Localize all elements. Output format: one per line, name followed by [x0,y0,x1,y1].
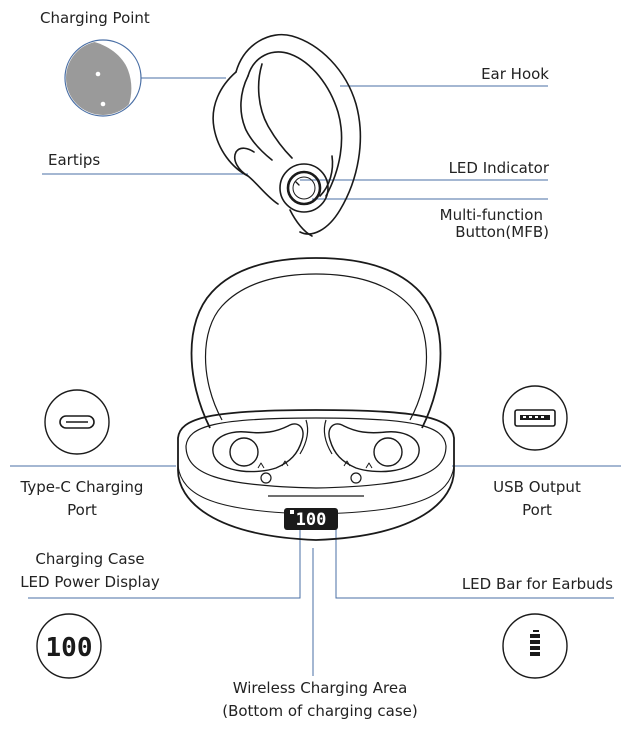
ear-hook [235,33,362,235]
case-lid [190,257,442,429]
eartip [233,147,255,177]
power-display-inset: 100 [36,613,102,679]
label-type-c-line2: Port [67,501,97,519]
label-led-bar: LED Bar for Earbuds [461,575,613,593]
earbud-illustration [212,33,362,237]
label-led-indicator: LED Indicator [448,159,549,177]
charging-contact [100,101,106,107]
label-case-display-line2: LED Power Display [20,573,160,591]
left-marker [260,472,272,484]
label-type-c-line1: Type-C Charging [20,478,144,496]
label-case-display-line1: Charging Case [35,550,145,568]
battery-icon [530,630,540,656]
leader-case-display [28,520,301,599]
led-indicator [295,181,300,186]
display-icon-value: 100 [46,633,93,663]
usb-port-inset [502,385,568,451]
usb-port-icon [514,409,556,427]
charging-contact [95,71,101,77]
label-usb-line1: USB Output [493,478,581,496]
leader-led-bar [335,520,614,599]
charging-case [177,257,455,541]
label-wireless-line2: (Bottom of charging case) [222,702,418,720]
type-c-port-inset [44,389,110,455]
led-bar-inset [502,613,568,679]
type-c-port-icon [59,415,95,429]
right-earbud-cavity [328,423,420,473]
label-wireless-line1: Wireless Charging Area [232,679,408,697]
label-eartips: Eartips [48,151,101,169]
left-earbud-cavity [212,423,304,473]
label-charging-point: Charging Point [40,9,150,27]
label-mfb-line1: Multi-function [439,206,543,224]
case-base [177,409,455,541]
label-mfb-line2: Button(MFB) [455,223,549,241]
right-marker [350,472,362,484]
mfb-button [286,170,322,206]
charging-point-inset [64,39,142,117]
label-ear-hook: Ear Hook [481,65,549,83]
case-led-display: 100 [284,508,338,530]
label-usb-line2: Port [522,501,552,519]
case-display-value: 100 [296,510,327,530]
